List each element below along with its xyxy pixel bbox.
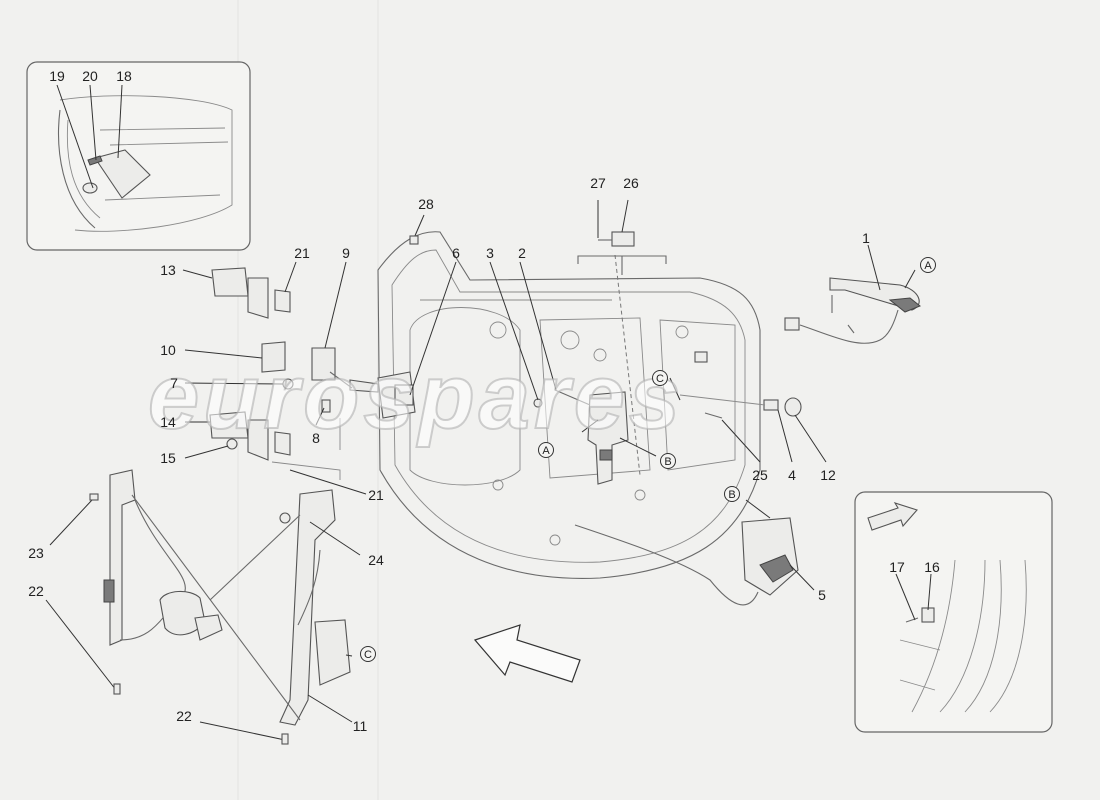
callout-18: 18 [116, 68, 132, 84]
inset-check-strap [854, 491, 1053, 733]
stop-bumpers [679, 394, 802, 419]
callout-11: 11 [353, 718, 368, 734]
callout-10: 10 [160, 342, 176, 358]
connector-markers: A A B B C C [360, 257, 936, 662]
callout-15: 15 [160, 450, 176, 466]
connector-a-handle: A [924, 260, 932, 272]
callout-20: 20 [82, 68, 98, 84]
connector-b-lock: B [664, 456, 671, 468]
callout-21a: 21 [294, 245, 310, 261]
callout-21b: 21 [368, 487, 384, 503]
callout-17: 17 [889, 559, 905, 575]
door-latch [574, 517, 799, 606]
callout-27: 27 [590, 175, 606, 191]
callout-7: 7 [170, 375, 178, 391]
leader-lines [45, 84, 932, 741]
callout-8: 8 [312, 430, 320, 446]
callout-12: 12 [820, 467, 836, 483]
callout-9: 9 [342, 245, 350, 261]
callout-13: 13 [160, 262, 176, 278]
callout-14: 14 [160, 414, 176, 430]
callout-2: 2 [518, 245, 526, 261]
connector-c-regulator: C [364, 649, 372, 661]
callout-26: 26 [623, 175, 639, 191]
outer-handle [784, 277, 921, 344]
connector-a-lock: A [542, 445, 550, 457]
direction-arrow [473, 624, 581, 683]
lock-mechanism [533, 389, 629, 485]
callout-3: 3 [486, 245, 494, 261]
callout-28: 28 [418, 196, 434, 212]
callout-24: 24 [368, 552, 384, 568]
connector-b-latch: B [728, 489, 735, 501]
callout-5: 5 [818, 587, 826, 603]
door-panel [377, 231, 761, 579]
window-regulator [103, 469, 351, 726]
screws [89, 235, 419, 745]
callout-4: 4 [788, 467, 796, 483]
callout-numbers: 19 20 18 13 21 9 10 7 14 15 8 21 28 6 3 … [28, 68, 940, 734]
callout-6: 6 [452, 245, 460, 261]
inset-interior-handle [26, 61, 251, 251]
watermark-text: eurospares [148, 346, 684, 448]
callout-23: 23 [28, 545, 44, 561]
callout-22a: 22 [28, 583, 44, 599]
door-seals [209, 267, 353, 480]
callout-19: 19 [49, 68, 65, 84]
connector-c-door: C [656, 373, 664, 385]
callout-22b: 22 [176, 708, 192, 724]
callout-25: 25 [752, 467, 768, 483]
callout-1: 1 [862, 230, 870, 246]
mirror-bracket [577, 231, 667, 275]
callout-16: 16 [924, 559, 940, 575]
